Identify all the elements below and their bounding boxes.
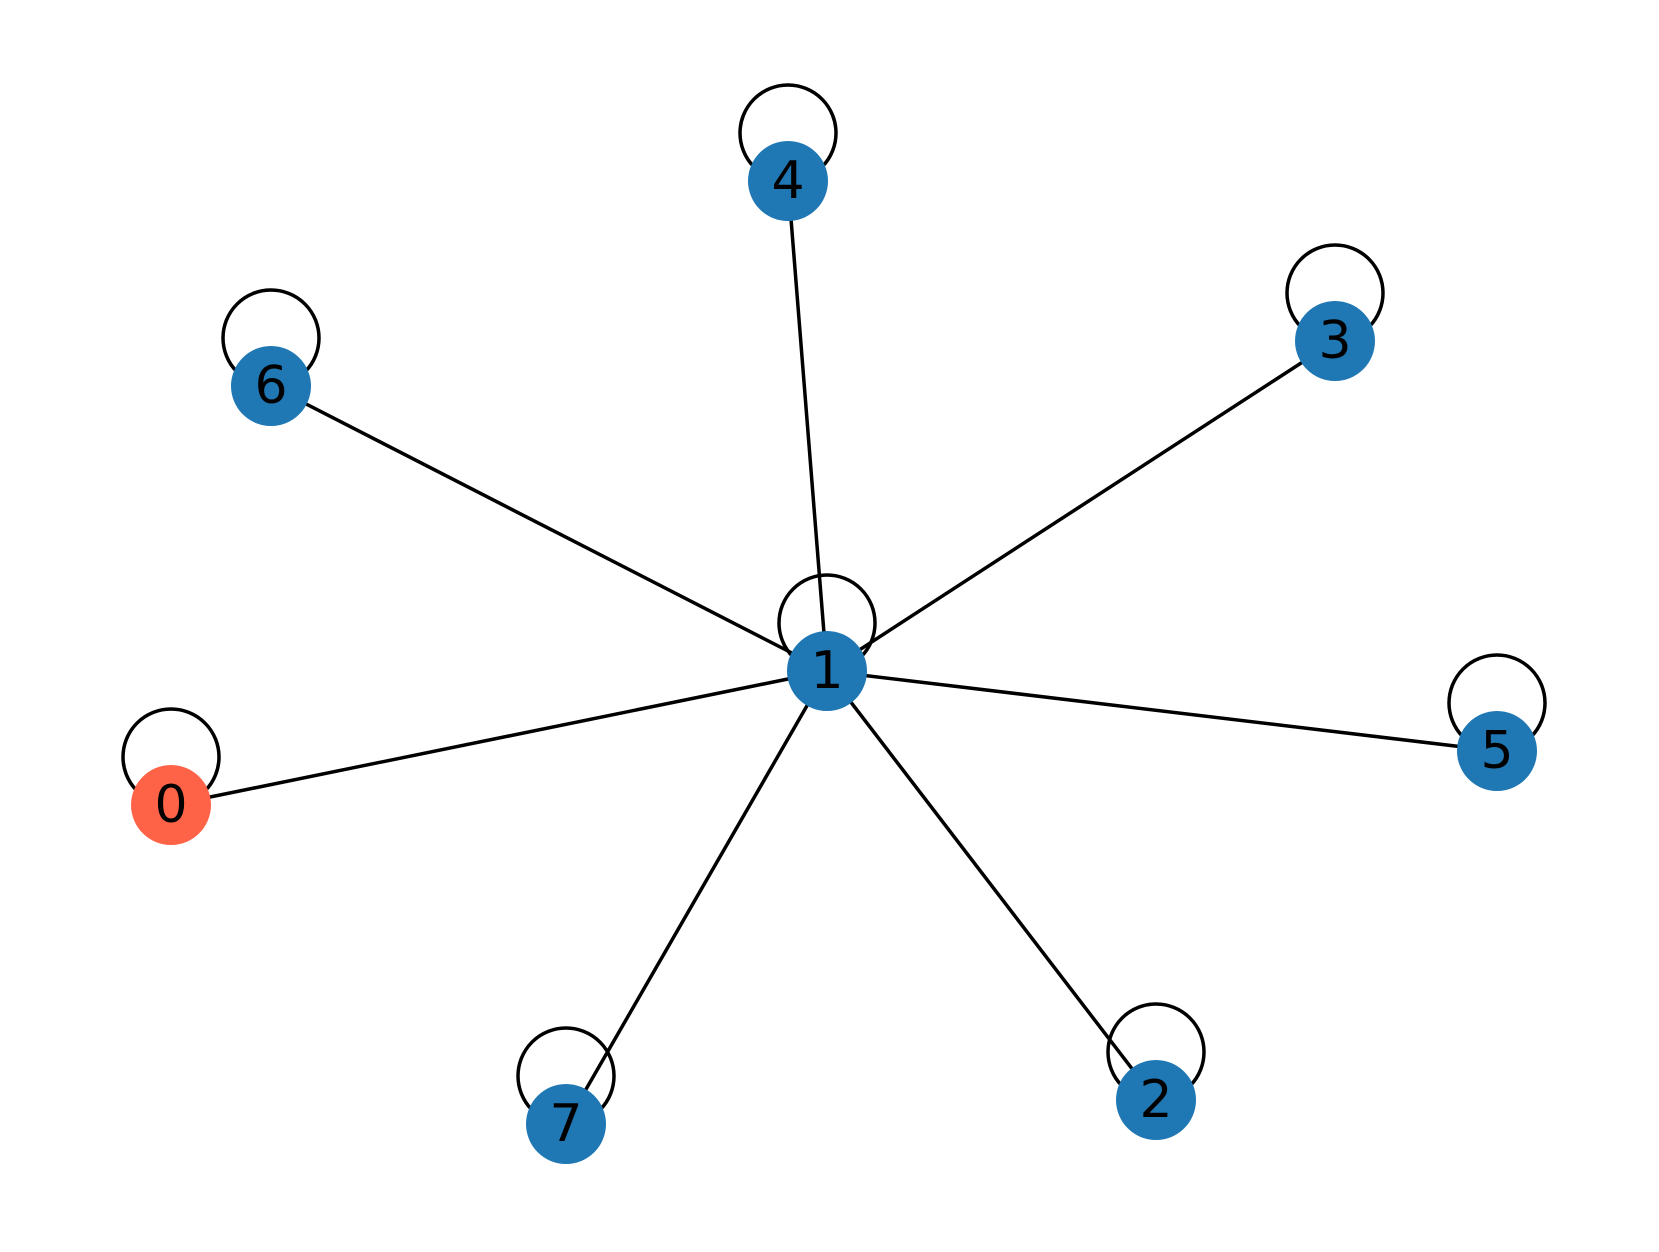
node-circle-3 — [1295, 301, 1375, 381]
node-circle-5 — [1457, 711, 1537, 791]
edge-1-7 — [564, 670, 829, 1125]
node-7: 7 — [526, 1084, 606, 1164]
node-circle-7 — [526, 1084, 606, 1164]
edges-layer — [170, 180, 1498, 1125]
edge-1-4 — [786, 180, 829, 672]
edge-1-5 — [826, 669, 1498, 753]
edge-1-0 — [170, 669, 828, 807]
node-label-1: 1 — [810, 641, 843, 701]
node-2: 2 — [1116, 1060, 1196, 1140]
edge-1-2 — [825, 669, 1158, 1102]
edge-1-3 — [826, 339, 1336, 673]
node-label-4: 4 — [771, 151, 804, 211]
node-label-0: 0 — [154, 775, 187, 835]
node-1: 1 — [787, 631, 867, 711]
node-3: 3 — [1295, 301, 1375, 381]
self-loops-layer — [121, 83, 1547, 1126]
node-0: 0 — [131, 765, 211, 845]
edge-1-6 — [270, 384, 828, 673]
node-label-2: 2 — [1139, 1070, 1172, 1130]
node-label-3: 3 — [1318, 311, 1351, 371]
node-4: 4 — [748, 141, 828, 221]
node-label-5: 5 — [1480, 721, 1513, 781]
node-6: 6 — [231, 346, 311, 426]
node-circle-0 — [131, 765, 211, 845]
node-circle-6 — [231, 346, 311, 426]
node-label-6: 6 — [254, 356, 287, 416]
node-circle-2 — [1116, 1060, 1196, 1140]
node-circle-4 — [748, 141, 828, 221]
node-label-7: 7 — [549, 1094, 582, 1154]
node-5: 5 — [1457, 711, 1537, 791]
node-circle-1 — [787, 631, 867, 711]
nodes-layer: 0 1 2 3 4 5 6 7 — [131, 141, 1537, 1164]
